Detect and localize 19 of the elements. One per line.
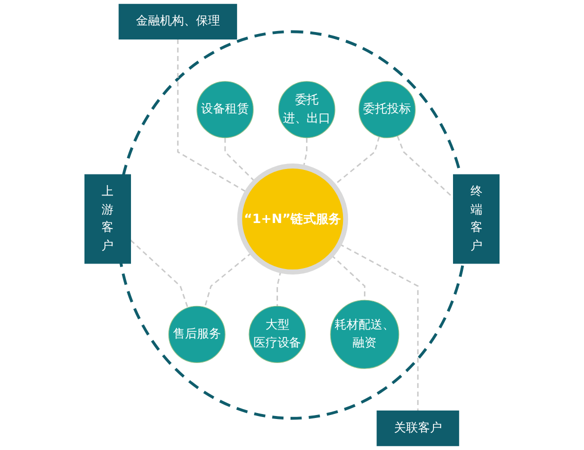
- connector: [396, 136, 454, 198]
- connector: [276, 270, 282, 306]
- node-box: 金融机构、保理: [118, 4, 238, 40]
- node-box: 终端客户: [453, 174, 500, 264]
- node-circle: 大型医疗设备: [248, 306, 306, 363]
- node-circle: 耗材配送、融资: [330, 300, 400, 369]
- connector: [130, 240, 188, 308]
- node-circle: “1+N”链式服务: [237, 164, 348, 274]
- node-circle: 委托投标: [358, 81, 416, 138]
- node-circle: 设备租赁: [196, 81, 254, 138]
- connector: [224, 138, 256, 182]
- node-box: 关联客户: [376, 410, 460, 446]
- connector: [204, 252, 252, 308]
- node-box: 上游客户: [84, 174, 131, 264]
- node-circle: 售后服务: [168, 306, 226, 363]
- node-circle: 委托进、出口: [278, 81, 336, 138]
- connector: [339, 243, 419, 411]
- connector: [177, 39, 248, 193]
- connector: [302, 138, 308, 168]
